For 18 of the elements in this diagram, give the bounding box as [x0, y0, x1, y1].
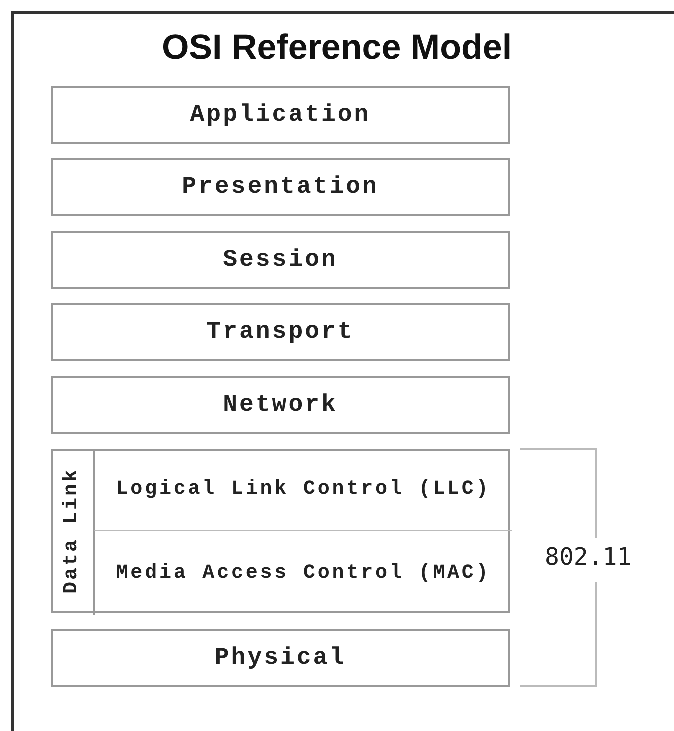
layer-label: Presentation	[182, 174, 379, 200]
layer-label: Logical Link Control (LLC)	[116, 478, 491, 501]
title: OSI Reference Model	[160, 28, 514, 68]
layer-label: Media Access Control (MAC)	[116, 562, 491, 584]
sublayer-box	[93, 530, 512, 615]
layer-box	[51, 629, 510, 687]
layer-group-box	[51, 449, 510, 613]
layer-label: Application	[190, 102, 371, 128]
layer-box	[51, 303, 510, 361]
layer-label: Transport	[206, 318, 354, 346]
layer-label: Network	[223, 392, 338, 418]
layer-box	[51, 376, 510, 434]
layer-label: Session	[223, 246, 338, 274]
layer-label: Physical	[214, 644, 346, 672]
layer-box	[51, 231, 510, 289]
layer-box	[51, 86, 510, 144]
layer-box	[51, 158, 510, 216]
layer-label: Data Link	[60, 468, 84, 594]
